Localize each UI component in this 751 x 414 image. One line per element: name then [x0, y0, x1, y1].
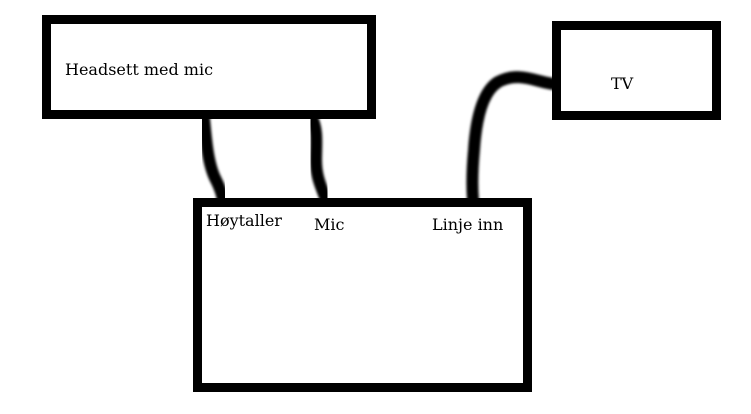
headset-box: [42, 15, 376, 119]
cable-tv-line-in: [466, 71, 562, 206]
speaker-port-label: Høytaller: [206, 211, 282, 230]
tv-label: TV: [611, 74, 634, 93]
headset-label: Headsett med mic: [65, 60, 214, 79]
mixer-box: [193, 198, 532, 392]
cable-headset-mic: [306, 112, 332, 206]
tv-box: [552, 21, 721, 120]
line-in-port-label: Linje inn: [432, 215, 504, 234]
mic-port-label: Mic: [314, 215, 345, 234]
cable-headset-speaker: [198, 112, 229, 206]
